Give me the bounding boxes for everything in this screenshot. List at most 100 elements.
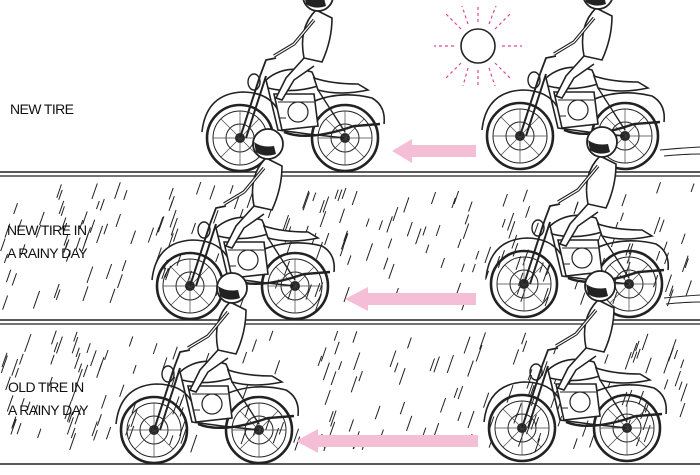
rain-streak xyxy=(330,422,335,436)
rain-streak xyxy=(523,341,527,352)
rain-streak xyxy=(574,203,578,214)
motorcycle-braking-start-3 xyxy=(484,271,666,461)
rain-streak xyxy=(241,429,246,445)
rain-streak xyxy=(269,331,273,341)
rain-streak xyxy=(170,435,173,445)
rain-streak xyxy=(12,273,16,285)
rain-streak xyxy=(325,233,329,245)
rain-streak xyxy=(534,223,538,235)
rain-streak xyxy=(87,267,93,284)
rain-streak xyxy=(323,197,329,213)
rain-streak xyxy=(106,427,110,439)
rain-streak xyxy=(664,380,667,390)
rain-streak xyxy=(331,371,336,385)
rain-streak xyxy=(110,289,115,303)
rain-streak xyxy=(454,191,459,204)
rain-streak xyxy=(637,349,640,359)
rain-streak xyxy=(666,275,672,292)
rain-streak xyxy=(686,280,691,296)
motorcycle-braking-start-1 xyxy=(482,0,664,169)
rain-streak xyxy=(25,334,31,352)
rain-streak xyxy=(480,332,486,349)
rain-streak xyxy=(375,406,380,419)
rain-streak xyxy=(118,274,123,288)
rain-streak xyxy=(102,395,107,408)
rain-streak xyxy=(654,217,660,234)
rain-streak xyxy=(169,201,172,211)
rain-streak xyxy=(57,337,63,354)
rain-streak xyxy=(153,343,157,354)
motorcycle-stopped-1 xyxy=(202,0,384,171)
rain-streak xyxy=(469,202,473,212)
rain-streak xyxy=(359,371,363,381)
rain-streak xyxy=(389,264,394,279)
rain-streak xyxy=(115,182,121,199)
rain-streak xyxy=(416,229,421,245)
rain-streak xyxy=(404,197,409,212)
rain-streak xyxy=(625,352,631,369)
rain-streak xyxy=(6,270,10,283)
rain-streak xyxy=(399,368,405,385)
rain-streak xyxy=(441,398,446,413)
rain-streak xyxy=(512,235,517,249)
rain-streak xyxy=(465,215,468,225)
rain-streak xyxy=(340,209,345,223)
rain-streak xyxy=(104,224,108,235)
rain-streak xyxy=(148,228,153,243)
rain-streak xyxy=(169,188,173,200)
rain-streak xyxy=(431,192,435,204)
rain-streak xyxy=(581,293,585,305)
rain-streak xyxy=(407,222,412,236)
rain-streak xyxy=(90,220,95,233)
rain-streak xyxy=(321,347,326,361)
rain-streak xyxy=(106,264,111,279)
rain-streak xyxy=(454,388,458,398)
rain-streak xyxy=(679,382,682,390)
rain-streak xyxy=(20,354,24,365)
rain-streak xyxy=(646,358,651,374)
rain-streak xyxy=(351,376,357,392)
rain-streak xyxy=(513,243,518,256)
rain-streak xyxy=(87,343,90,353)
rain-streak xyxy=(521,289,525,302)
rain-streak xyxy=(158,216,164,232)
rain-streak xyxy=(252,340,256,352)
rain-streak xyxy=(116,214,121,227)
rain-streak xyxy=(33,291,39,309)
rain-streak xyxy=(441,258,445,268)
motorcycle-braking-start-2 xyxy=(486,127,668,317)
label-new-tire: NEW TIRE xyxy=(10,98,73,121)
rain-streak xyxy=(353,331,357,342)
rain-streak xyxy=(105,350,109,360)
rain-streak xyxy=(342,188,346,199)
rain-streak xyxy=(408,338,412,349)
rain-streak xyxy=(14,203,18,214)
sun-icon xyxy=(461,29,495,63)
rain-streak xyxy=(379,220,382,230)
rain-streak xyxy=(191,435,197,453)
rain-streak xyxy=(366,243,372,260)
braking-arrow-1 xyxy=(392,139,476,163)
rain-streak xyxy=(131,231,136,245)
rain-streak xyxy=(180,394,184,405)
rain-streak xyxy=(522,333,526,344)
rain-streak xyxy=(366,219,369,227)
rain-streak xyxy=(100,199,104,210)
rain-streak xyxy=(660,220,664,232)
label-line: A RAINY DAY xyxy=(8,399,88,422)
rain-streak xyxy=(387,216,393,232)
rain-streak xyxy=(642,334,648,350)
rain-streak xyxy=(447,355,453,373)
rain-streak xyxy=(97,226,103,243)
rain-streak xyxy=(681,360,684,369)
rain-streak xyxy=(682,234,686,244)
rain-streak xyxy=(621,213,624,221)
rain-streak xyxy=(354,353,360,370)
rain-streak xyxy=(92,184,97,199)
label-old-tire-rainy-day: OLD TIRE IN A RAINY DAY xyxy=(8,376,88,422)
rain-streak xyxy=(691,184,694,192)
rain-streak xyxy=(468,411,474,428)
rain-streak xyxy=(303,192,309,210)
rain-streak xyxy=(407,416,412,431)
rain-streak xyxy=(622,194,626,206)
